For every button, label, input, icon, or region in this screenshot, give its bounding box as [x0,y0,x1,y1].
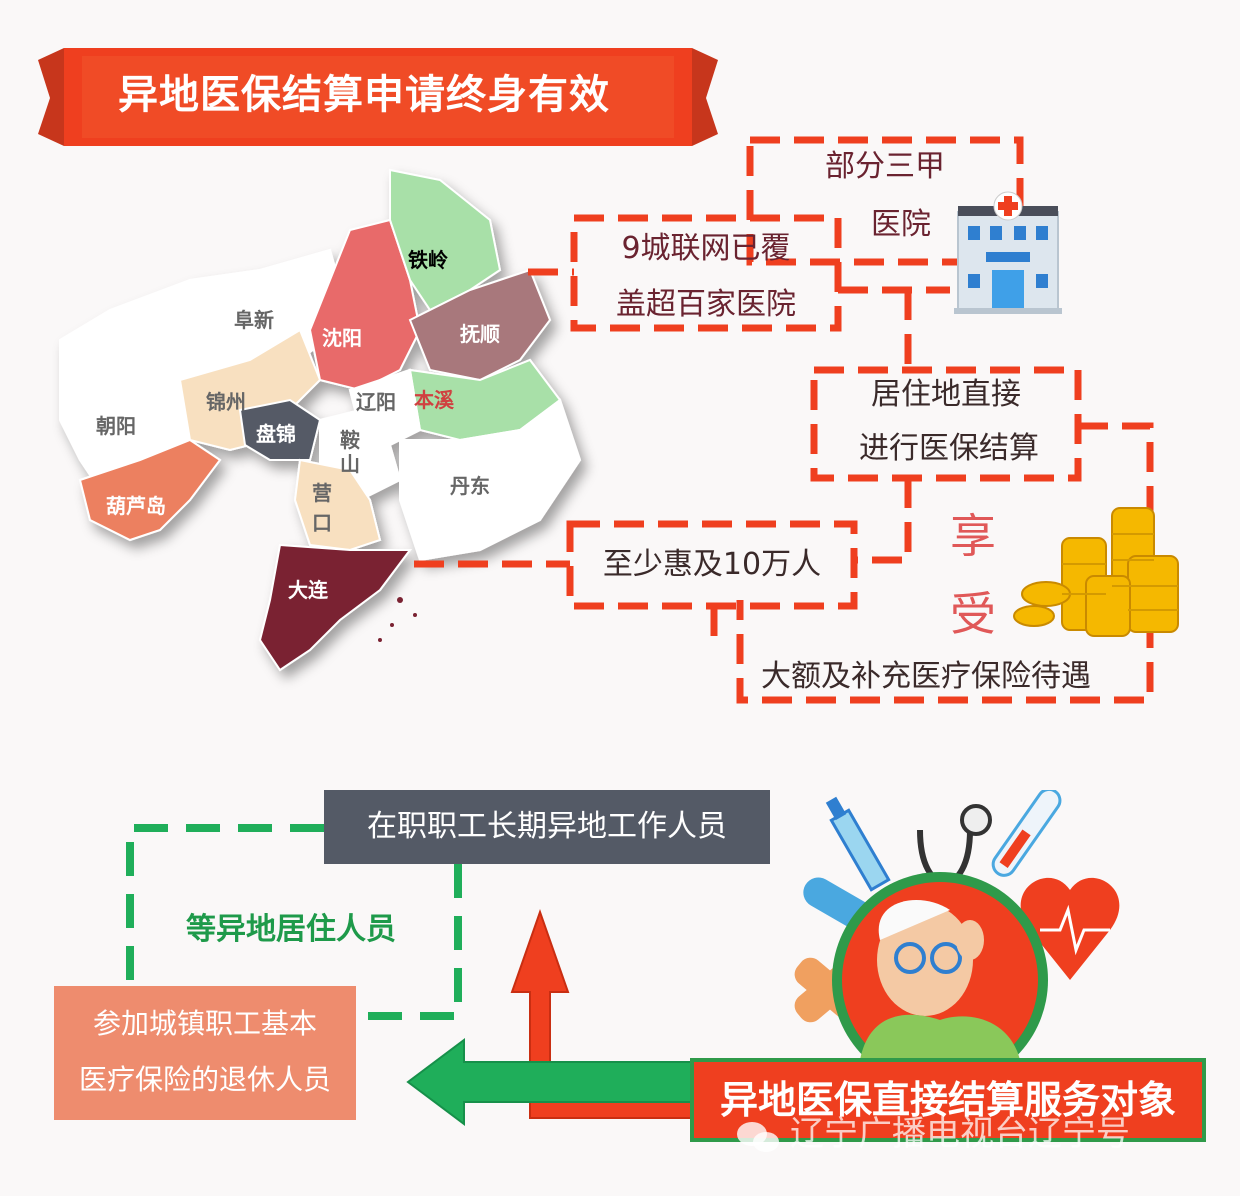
enjoy-char-2: 受 [950,587,996,641]
insurance-benefits-text: 大额及补充医疗保险待遇 [761,659,1091,694]
region-yingkou [293,458,382,552]
gold-coins-icon [1013,507,1179,637]
city-label-benxi: 本溪 [414,388,454,412]
hospitals-text-2: 医院 [871,207,931,242]
city-label-jinzhou: 锦州 [206,390,246,414]
city-label-liaoyang: 辽阳 [356,390,396,414]
city-label-chaoyang: 朝阳 [96,414,136,438]
retirees-box: 参加城镇职工基本 医疗保险的退休人员 [54,986,356,1120]
title-banner [38,48,718,146]
region-huludao [78,438,222,542]
hospitals-text-1: 部分三甲 [825,149,945,184]
city-label-fushun: 抚顺 [460,322,500,346]
city-label-dalian: 大连 [288,578,328,602]
city-label-dandong: 丹东 [450,474,490,498]
network-text-1: 9城联网已覆 [621,231,791,266]
hospital-icon [954,191,1062,314]
region-dalian [258,543,412,672]
region-panjin [238,398,322,461]
city-label-fuxin: 阜新 [234,308,274,332]
region-dandong [399,398,582,562]
active-workers-box: 在职职工长期异地工作人员 [324,790,770,864]
city-label-panjin: 盘锦 [256,422,296,446]
elderly-patient-illustration [794,790,1120,1070]
region-fushun [408,268,552,382]
enjoy-char-1: 享 [950,509,996,563]
city-label-shenyang: 沈阳 [322,326,362,350]
watermark-text: 辽宁广播电视台辽宁号 [790,1114,1130,1154]
city-label-yingkou: 营口 [312,481,332,535]
service-target-title: 异地医保直接结算服务对象 [690,1058,1206,1142]
city-label-huludao: 葫芦岛 [106,494,166,518]
city-label-anshan: 鞍山 [340,428,360,476]
retirees-text-2: 医疗保险的退休人员 [78,1063,331,1096]
liaoning-map [59,168,582,672]
wechat-icon [737,1122,779,1152]
benefit-text: 至少惠及10万人 [602,547,822,582]
direct-settlement-text-2: 进行医保结算 [859,431,1039,466]
residents-text: 等异地居住人员 [186,912,396,947]
city-label-tieling: 铁岭 [408,248,448,272]
retirees-text-1: 参加城镇职工基本 [92,1007,317,1040]
network-text-2: 盖超百家医院 [616,287,796,322]
page-title: 异地医保结算申请终身有效 [118,72,610,118]
direct-settlement-text-1: 居住地直接 [871,377,1021,412]
